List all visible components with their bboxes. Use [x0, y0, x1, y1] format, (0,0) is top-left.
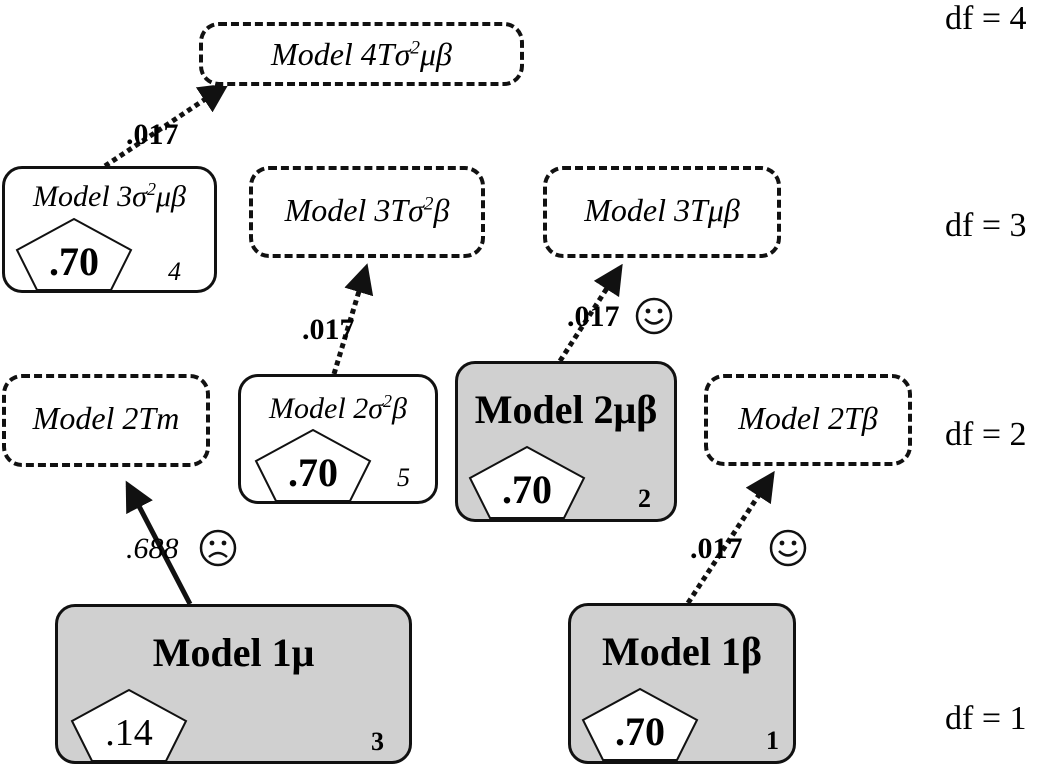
- df-label-4: df = 4: [945, 0, 1027, 37]
- model-3tmb-box: Model 3Tμβ: [543, 166, 781, 258]
- model-1b-label: Model 1β: [602, 629, 762, 674]
- model-2tm-label: Model 2Tm: [32, 400, 180, 436]
- model-1mu-label: Model 1μ: [152, 630, 315, 675]
- model-3ts-label: Model 3Tσ2β: [284, 192, 450, 228]
- model-1b-value: .70: [615, 709, 665, 754]
- arrow-1mu-to-2tm: [125, 480, 193, 606]
- arrow-1b-to-2tb: [685, 470, 775, 605]
- pvalue-1mu-2tm: .688: [126, 532, 179, 565]
- model-2tm-box: Model 2Tm: [2, 374, 210, 467]
- pvalue-2mb-3tmb: .017: [567, 300, 620, 333]
- model-2mb-rank: 2: [638, 484, 651, 513]
- model-2mb-value: .70: [502, 467, 552, 512]
- model-2sb-label: Model 2σ2β: [269, 391, 407, 425]
- pvalue-2sb-3ts: .017: [302, 313, 355, 346]
- pvalue-1b-2tb: .017: [690, 532, 743, 565]
- model-2tb-label: Model 2Tβ: [738, 400, 878, 436]
- smiley-face-icon: [769, 529, 807, 567]
- model-3s-rank: 4: [168, 257, 181, 286]
- pvalue-3s-4t: .017: [126, 118, 179, 151]
- model-3tmb-label: Model 3Tμβ: [584, 192, 740, 228]
- df-label-1: df = 1: [945, 700, 1027, 737]
- arrow-2sb-to-3ts: [331, 263, 374, 375]
- model-1mu-value: .14: [105, 712, 153, 754]
- model-1mu-box: Model 1μ .14 3: [55, 604, 412, 764]
- frowning-face-icon: [199, 529, 237, 567]
- model-2tb-box: Model 2Tβ: [704, 374, 912, 466]
- pentagon-badge: .70: [250, 427, 376, 503]
- arrow-2mb-to-3tmb: [557, 263, 623, 363]
- model-3s-value: .70: [49, 239, 99, 284]
- model-3s-box: Model 3σ2μβ .70 4: [2, 166, 217, 293]
- pentagon-badge: .70: [464, 444, 590, 520]
- model-2sb-rank: 5: [397, 463, 410, 492]
- model-2mb-label: Model 2μβ: [474, 387, 658, 432]
- model-3s-label: Model 3σ2μβ: [33, 179, 186, 213]
- pentagon-badge: .70: [577, 686, 703, 762]
- model-2sb-box: Model 2σ2β .70 5: [238, 374, 438, 504]
- smiley-face-icon: [635, 297, 673, 335]
- model-1b-rank: 1: [766, 726, 779, 755]
- model-2mb-box: Model 2μβ .70 2: [455, 361, 677, 522]
- model-4t-label: Model 4Tσ2μβ: [271, 36, 452, 72]
- model-1mu-rank: 3: [371, 727, 384, 756]
- df-label-2: df = 2: [945, 416, 1027, 453]
- model-3ts-box: Model 3Tσ2β: [249, 166, 485, 258]
- pentagon-badge: .14: [66, 687, 192, 763]
- model-2sb-value: .70: [288, 450, 338, 495]
- model-4t-box: Model 4Tσ2μβ: [199, 22, 524, 86]
- model-1b-box: Model 1β .70 1: [568, 603, 796, 764]
- arrow-3s-to-4t: [103, 83, 230, 169]
- df-label-3: df = 3: [945, 207, 1027, 244]
- pentagon-badge: .70: [11, 216, 137, 292]
